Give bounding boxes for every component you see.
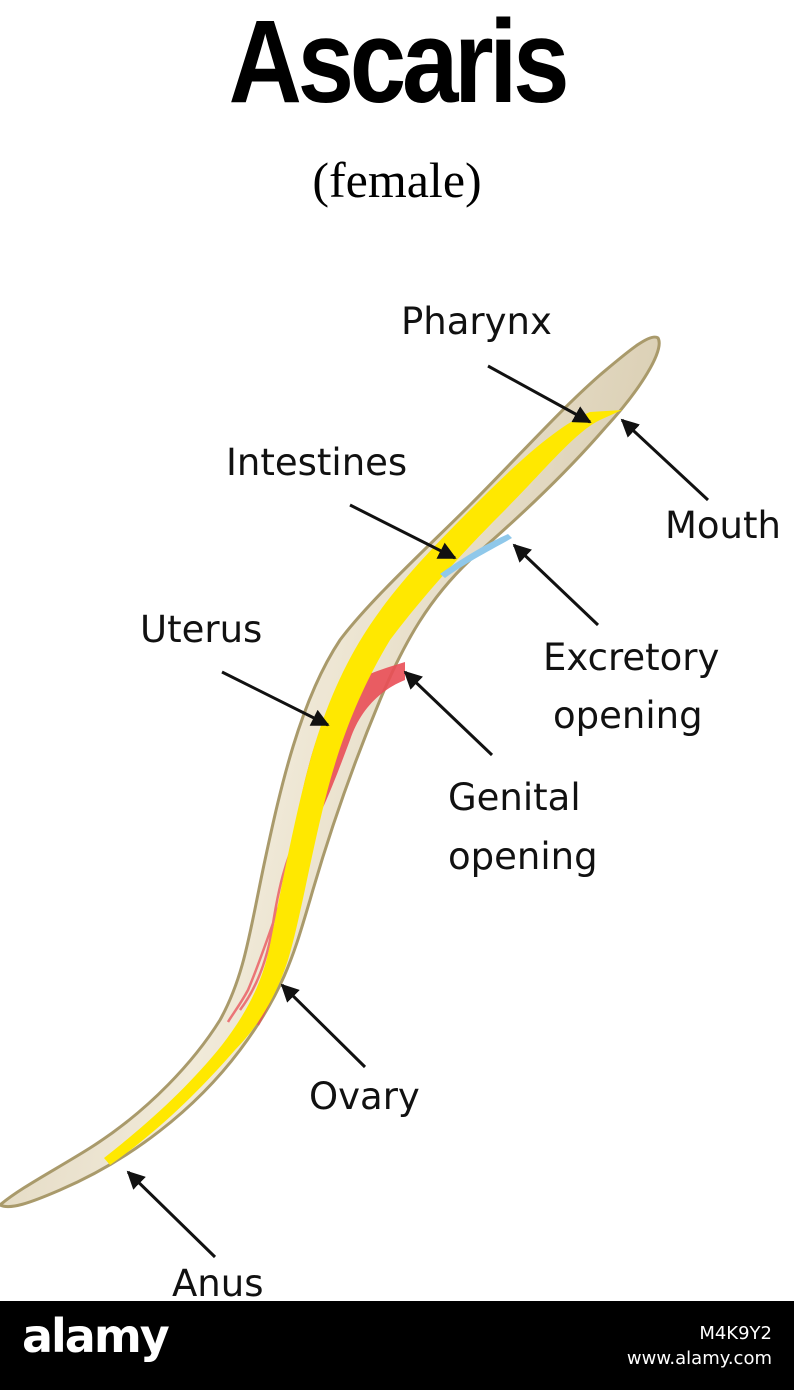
label-mouth: Mouth: [665, 504, 781, 547]
footer-brand-logo: alamy: [22, 1309, 170, 1363]
label-genital-line2: opening: [448, 835, 598, 878]
label-excretory-line2: opening: [553, 694, 703, 737]
label-excretory-line1: Excretory: [543, 636, 720, 679]
diagram-subtitle: (female): [312, 152, 482, 208]
label-uterus: Uterus: [140, 608, 263, 651]
label-anus: Anus: [172, 1262, 264, 1305]
ascaris-diagram: [0, 335, 710, 1259]
watermark-footer: alamy M4K9Y2 www.alamy.com: [0, 1301, 794, 1390]
arrow-anus: [126, 1170, 217, 1259]
footer-image-info: M4K9Y2 www.alamy.com: [627, 1321, 772, 1371]
label-ovary: Ovary: [309, 1075, 420, 1118]
arrow-mouth: [620, 418, 710, 502]
footer-image-id: M4K9Y2: [699, 1323, 772, 1344]
label-pharynx: Pharynx: [401, 300, 552, 343]
label-intestines: Intestines: [226, 441, 408, 484]
excretory-canal: [440, 534, 512, 578]
arrow-excretory: [512, 543, 600, 627]
arrow-uterus: [221, 670, 330, 727]
arrow-pharynx: [487, 364, 592, 424]
arrow-ovary: [280, 983, 367, 1069]
arrow-genital: [403, 670, 494, 757]
label-genital-line1: Genital: [448, 776, 581, 819]
arrow-intestines: [349, 503, 457, 560]
uterus-shape: [297, 662, 405, 850]
diagram-title: Ascaris: [228, 0, 570, 128]
footer-site: www.alamy.com: [626, 1348, 772, 1369]
